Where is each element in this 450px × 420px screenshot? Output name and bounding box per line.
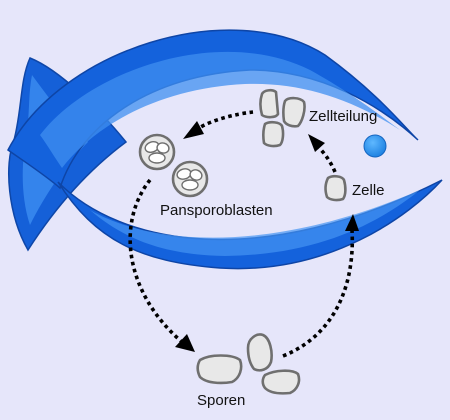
dividing-cell-top-right bbox=[282, 96, 306, 128]
label-pansporoblasts: Pansporoblasten bbox=[160, 202, 273, 219]
cycle-arrows bbox=[128, 110, 359, 358]
dividing-cell-bottom bbox=[262, 120, 285, 148]
label-cell: Zelle bbox=[352, 182, 385, 199]
arrow-cell-to-division bbox=[315, 144, 337, 173]
fish-silhouette bbox=[7, 29, 443, 270]
spores bbox=[196, 333, 301, 395]
label-division: Zellteilung bbox=[309, 108, 377, 125]
single-cell bbox=[324, 174, 347, 202]
fish-lower-highlight bbox=[90, 190, 420, 256]
arrow-head-spores bbox=[175, 334, 195, 352]
arrow-head-pansporoblasts bbox=[183, 121, 204, 139]
dividing-cell-top-left bbox=[259, 88, 280, 119]
label-spores: Sporen bbox=[197, 392, 245, 409]
arrow-pansporoblasts-to-spores bbox=[128, 178, 184, 344]
fish-upper-body bbox=[7, 29, 419, 190]
fish-upper-highlight bbox=[40, 51, 400, 168]
pansporoblast-upper bbox=[138, 133, 176, 171]
spore-bottom bbox=[261, 369, 301, 395]
spore-top bbox=[246, 333, 273, 372]
dividing-cells bbox=[259, 88, 306, 148]
pansporoblast-lower bbox=[171, 160, 209, 198]
arrow-head-cell bbox=[345, 214, 359, 231]
spore-left bbox=[196, 354, 243, 385]
fish-eye bbox=[363, 134, 387, 158]
pansporoblasts bbox=[138, 133, 209, 198]
arrow-division-to-pansporoblasts bbox=[198, 110, 254, 130]
arrow-head-division bbox=[308, 134, 325, 152]
